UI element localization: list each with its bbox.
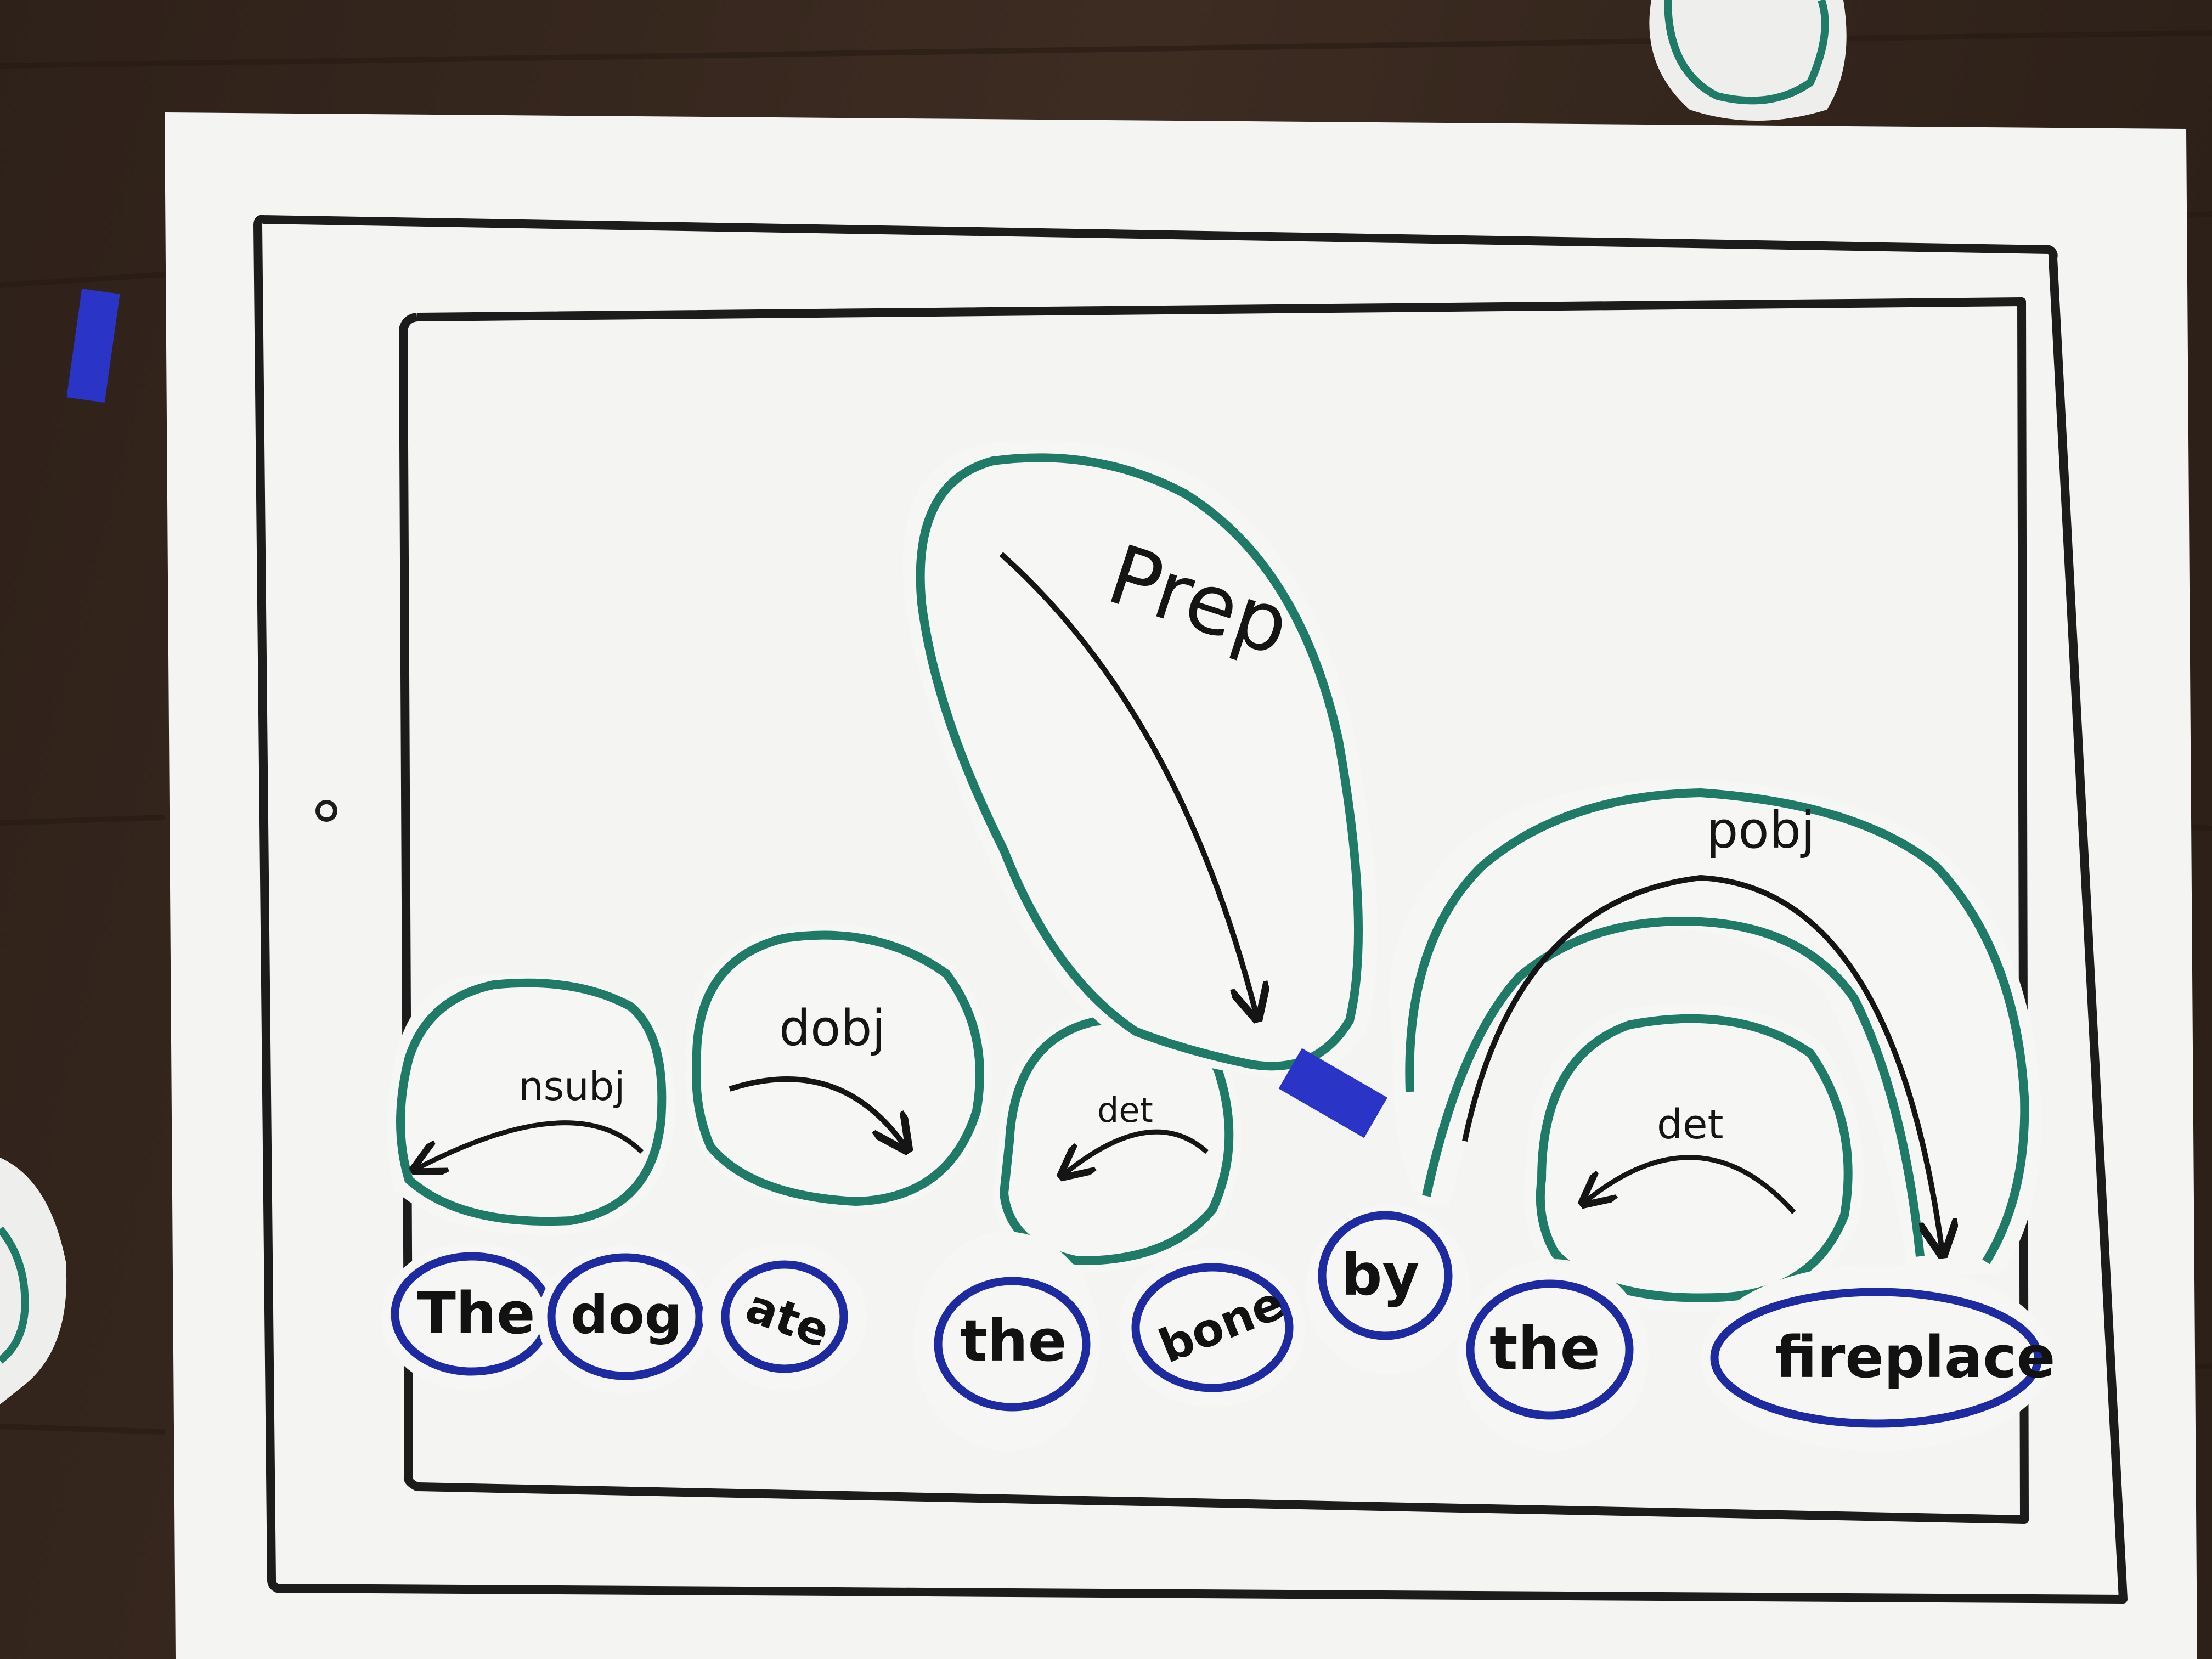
word-cutout-5: bone xyxy=(1119,1248,1306,1407)
inner-frame xyxy=(399,297,2029,1524)
tape-left xyxy=(66,289,120,403)
word-cutout-6: by xyxy=(1306,1204,1470,1374)
word-cutout-4: the xyxy=(913,1232,1100,1451)
word-cutout-3: ate xyxy=(702,1243,867,1391)
det-1-label: det xyxy=(1097,1090,1153,1130)
arc-pobj: pobj xyxy=(1389,779,2042,1278)
word-cutout-7: the xyxy=(1457,1259,1649,1451)
arc-det-1: det xyxy=(993,1008,1242,1273)
pobj-label: pobj xyxy=(1706,801,1815,860)
arc-dobj: dobj xyxy=(685,923,992,1212)
dobj-label: dobj xyxy=(779,1000,885,1057)
stray-cutout-ring xyxy=(1664,0,1829,105)
word-4: the xyxy=(960,1307,1066,1374)
pen-dot xyxy=(315,800,337,822)
word-cutout-8: fireplace xyxy=(1701,1265,2055,1451)
stray-cutout-left-ring xyxy=(0,1226,29,1364)
outer-frame xyxy=(253,215,2128,1604)
word-7: the xyxy=(1489,1314,1600,1383)
word-cutout-2: dog xyxy=(538,1245,713,1393)
word-1: The xyxy=(417,1280,535,1347)
arc-prep: Prep xyxy=(902,440,1378,1079)
word-2: dog xyxy=(571,1284,682,1346)
word-6: by xyxy=(1341,1242,1419,1308)
word-cutout-1: The xyxy=(381,1243,562,1391)
tape-center xyxy=(1278,1048,1387,1138)
det-2-label: det xyxy=(1657,1101,1724,1148)
arc-nsubj: nsubj xyxy=(387,974,675,1235)
word-8: fireplace xyxy=(1775,1324,2055,1391)
nsubj-label: nsubj xyxy=(518,1063,625,1109)
